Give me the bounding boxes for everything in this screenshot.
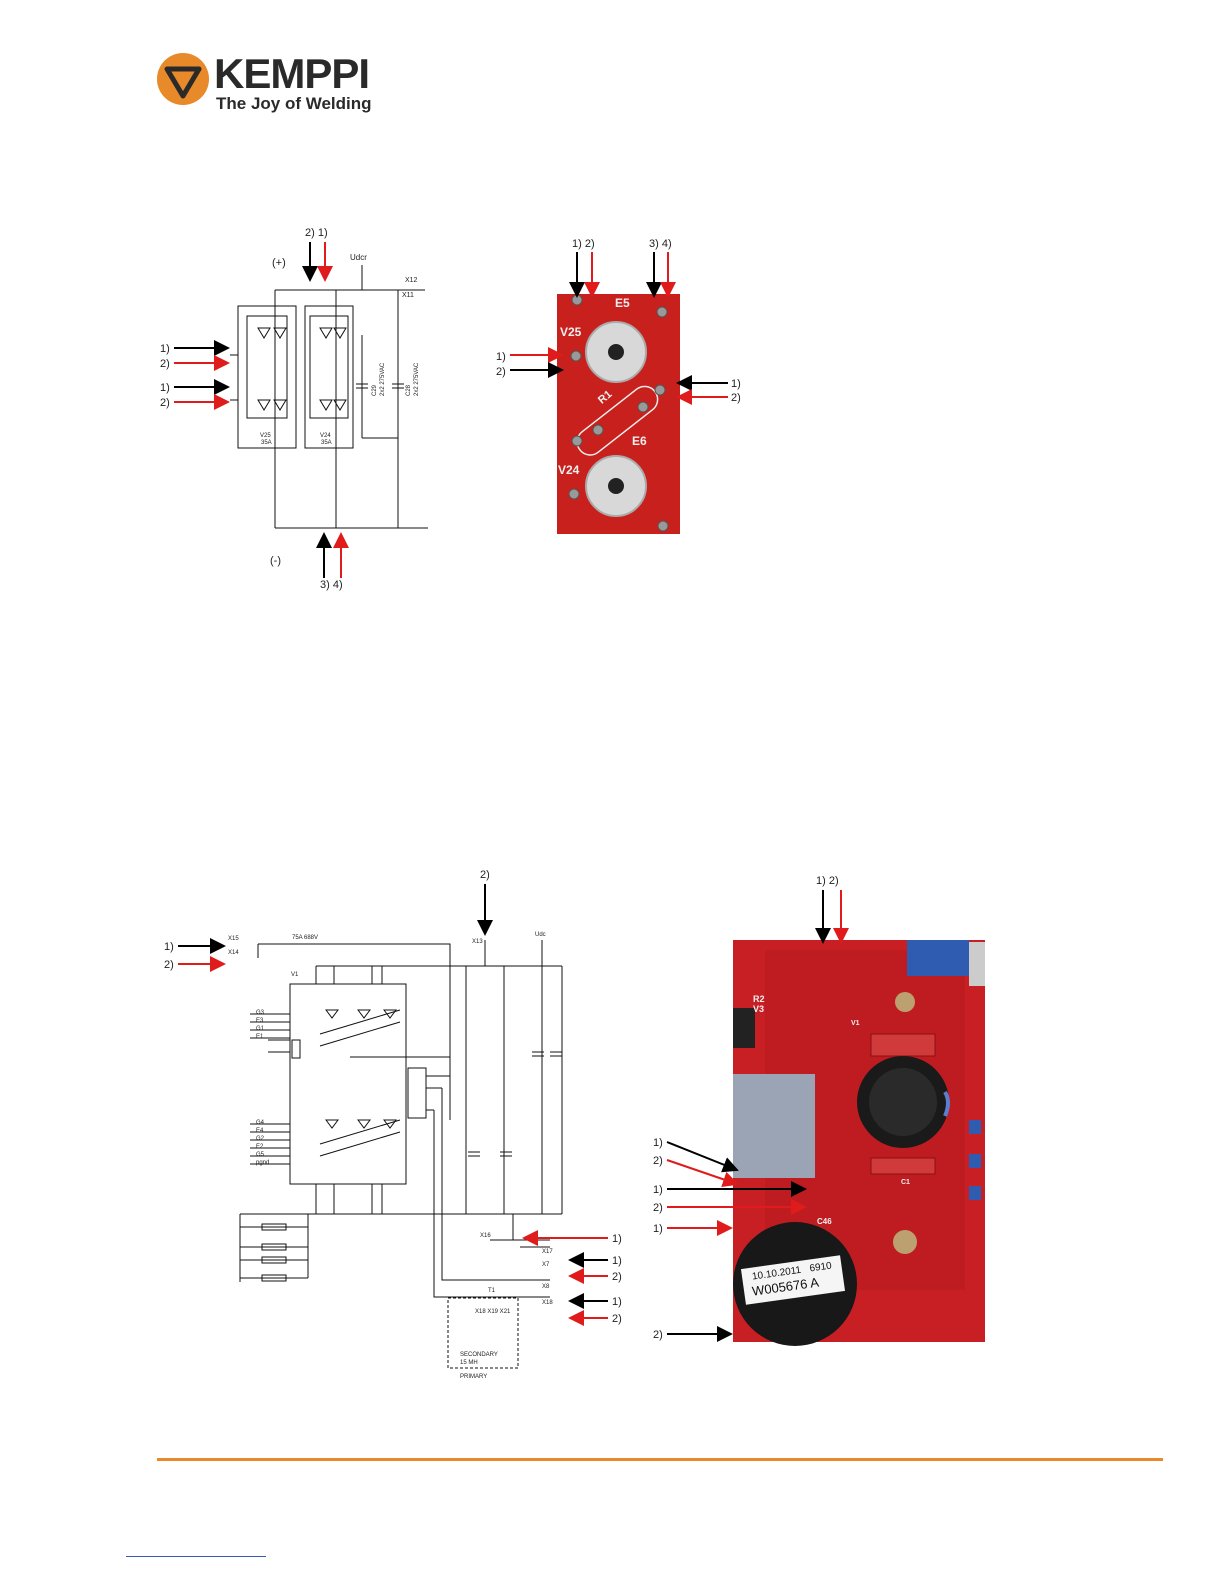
conn-x15: X15: [228, 936, 239, 942]
conn-x7: X7: [542, 1262, 550, 1268]
photo-right-marker-2: 2): [731, 392, 741, 404]
secondary-value: 15 MH: [460, 1360, 478, 1366]
inv-right-marker-4: 1): [612, 1296, 622, 1308]
inv-right-marker-5: 2): [612, 1313, 622, 1325]
silk-r2: R2: [753, 994, 765, 1004]
conn-x14: X14: [228, 950, 239, 956]
conn-x13: X13: [472, 939, 483, 945]
rectifier-board-photo: E5 V25 R1 E6 V24 1) 2) 3) 4) 1) 2) 1) 2): [496, 238, 741, 534]
brand-name: KEMPPI: [214, 50, 370, 97]
rectifier-schematic: 2) 1) (+) Udcr X12 X11 1) 2) 1) 2) V25 3…: [160, 227, 428, 591]
primary-label: PRIMARY: [460, 1374, 487, 1380]
silk-e6: E6: [632, 434, 647, 448]
cap-c29-value: 2x2 275VAC: [380, 362, 386, 396]
inv-left-marker-2: 2): [164, 959, 174, 971]
gate-label: E3: [256, 1018, 264, 1024]
sticker-code: 6910: [809, 1260, 833, 1274]
conn-x11: X11: [402, 292, 414, 299]
inv-photo-left-marker-4: 2): [653, 1202, 663, 1214]
gate-label: G3: [256, 1010, 265, 1016]
conn-x18: X18: [542, 1300, 553, 1306]
net-udcr: Udcr: [350, 253, 367, 262]
photo-top-markers-left: 1) 2): [572, 238, 595, 250]
top-markers: 2) 1): [305, 227, 328, 239]
left-marker-1: 1): [160, 343, 170, 355]
silk-v24: V24: [558, 463, 580, 477]
gate-label: E4: [256, 1128, 264, 1134]
cap-c28-value: 2x2 275VAC: [414, 362, 420, 396]
kemppi-logo: KEMPPI The Joy of Welding: [156, 50, 396, 122]
gate-label: G4: [256, 1120, 265, 1126]
bridge-v24-rating: 35A: [321, 440, 332, 446]
bottom-markers: 3) 4): [320, 579, 343, 591]
photo-left-marker-2: 2): [496, 366, 506, 378]
silk-v1: V1: [851, 1020, 860, 1027]
gate-label: G2: [256, 1136, 265, 1142]
bridge-v25: V25: [260, 433, 271, 439]
cap-c28: C28: [406, 384, 412, 396]
transformer-pins: X18 X19 X21: [475, 1309, 511, 1315]
photo-right-marker-1: 1): [731, 378, 741, 390]
inv-left-marker-1: 1): [164, 941, 174, 953]
left-marker-3: 1): [160, 382, 170, 394]
bridge-v25-rating: 35A: [261, 440, 272, 446]
gate-label: E2: [256, 1144, 264, 1150]
inv-photo-left-marker-3: 1): [653, 1184, 663, 1196]
bridge-v24: V24: [320, 433, 331, 439]
net-udc: Udc: [535, 932, 546, 938]
footer-link-underline: [126, 1556, 266, 1557]
conn-x8: X8: [542, 1284, 550, 1290]
photo-top-markers-right: 3) 4): [649, 238, 672, 250]
inv-photo-left-marker-5: 1): [653, 1223, 663, 1235]
minus-label: (-): [270, 555, 281, 567]
inverter-schematic: 2) 1) 2) X15 X14 75A 688V X13 Udc V1: [164, 869, 622, 1380]
gate-label: G1: [256, 1026, 265, 1032]
inv-right-marker-1: 1): [612, 1233, 622, 1245]
footer-rule: [157, 1458, 1163, 1461]
silk-v3: V3: [753, 1004, 764, 1014]
brand-tagline: The Joy of Welding: [216, 94, 372, 113]
silk-c46: C46: [817, 1217, 832, 1226]
inv-right-marker-3: 2): [612, 1271, 622, 1283]
inv-top-marker: 2): [480, 869, 490, 881]
conn-x17: X17: [542, 1249, 553, 1255]
gate-label: G5: [256, 1152, 265, 1158]
gate-labels: G3 E3 G1 E1 G4 E4 G2 E2 G5 pgnd: [256, 1010, 269, 1166]
inv-photo-left-marker-2: 2): [653, 1155, 663, 1167]
plus-label: (+): [272, 257, 286, 269]
conn-x16: X16: [480, 1233, 491, 1239]
inverter-board-photo: 10.10.2011 6910 W005676 A R2 V3 V1 C1 C4…: [653, 875, 985, 1346]
silk-v25: V25: [560, 325, 582, 339]
transformer-t1: T1: [488, 1288, 496, 1294]
photo-left-marker-1: 1): [496, 351, 506, 363]
inv-right-marker-2: 1): [612, 1255, 622, 1267]
silk-e5: E5: [615, 296, 630, 310]
left-marker-4: 2): [160, 397, 170, 409]
gate-label: E1: [256, 1034, 264, 1040]
module-v1: V1: [291, 972, 299, 978]
inv-photo-left-marker-1: 1): [653, 1137, 663, 1149]
secondary-label: SECONDARY: [460, 1352, 498, 1358]
fuse-rating: 75A 688V: [292, 935, 318, 941]
inv-photo-top-markers: 1) 2): [816, 875, 839, 887]
gate-label: pgnd: [256, 1160, 269, 1166]
cap-c29: C29: [372, 384, 378, 396]
silk-c1: C1: [901, 1179, 910, 1186]
conn-x12: X12: [405, 277, 418, 284]
kemppi-emblem-icon: [157, 53, 209, 105]
inv-photo-left-marker-6: 2): [653, 1329, 663, 1341]
left-marker-2: 2): [160, 358, 170, 370]
